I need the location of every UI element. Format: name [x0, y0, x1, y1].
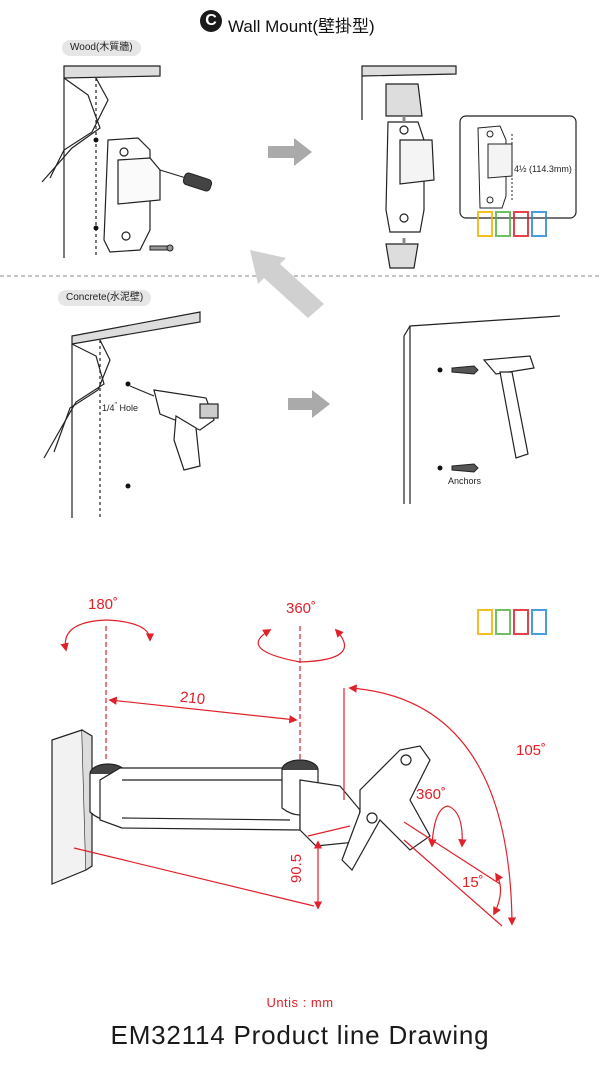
- screw-illustration: [149, 244, 174, 252]
- wall-corner-illustration: [361, 65, 457, 120]
- watermark-logo: [477, 211, 547, 635]
- concrete-wall-illustration: [43, 311, 201, 518]
- anchors-label: Anchors: [448, 476, 482, 486]
- step-arrow-right: [288, 390, 330, 418]
- hole-size-label: 1/4" Hole: [102, 402, 139, 413]
- wood-label: Wood(木質牆): [62, 40, 141, 56]
- bracket-spacing-label: 4½ (114.3mm): [514, 164, 572, 174]
- drill-point-marker: [125, 483, 131, 489]
- base-rotation-label: 180˚: [88, 596, 119, 613]
- section-title: Wall Mount(壁掛型): [228, 17, 375, 36]
- tilt-down-label: 15˚: [462, 874, 484, 891]
- height-offset-label: 90.5: [288, 853, 306, 884]
- arm-length-label: 210: [179, 688, 206, 709]
- drawing-title: EM32114 Product line Drawing: [110, 1020, 490, 1050]
- units-note: Untis : mm: [266, 995, 334, 1010]
- drill-point-marker: [437, 367, 443, 373]
- bracket-cover-top: [385, 83, 423, 117]
- anchor-illustration: [451, 365, 479, 473]
- inset-bracket: [477, 125, 513, 209]
- tilt-up-label: 105˚: [516, 742, 547, 759]
- hammer-illustration: [482, 355, 535, 459]
- step-arrow-back: [250, 250, 324, 318]
- drill-illustration: [129, 385, 219, 471]
- wall-bracket-illustration: [103, 137, 161, 253]
- drill-point-marker: [125, 381, 131, 387]
- drill-point-marker: [437, 465, 443, 471]
- bracket-assembly: [385, 121, 435, 233]
- flat-wall-illustration: [403, 315, 561, 504]
- dimension-lines: [60, 619, 517, 927]
- bracket-cover-bottom: [385, 243, 419, 269]
- step-badge: C: [200, 10, 222, 32]
- head-rotation-label: 360˚: [416, 786, 447, 803]
- mid-rotation-label: 360˚: [286, 600, 317, 617]
- screwdriver-illustration: [159, 169, 213, 192]
- drill-point-marker: [93, 137, 99, 143]
- section-header: C Wall Mount(壁掛型): [0, 4, 600, 38]
- concrete-label: Concrete(水泥壁): [58, 290, 152, 306]
- product-arm-drawing: [51, 729, 431, 885]
- drill-point-marker: [93, 225, 99, 231]
- step-arrow-right: [268, 138, 312, 166]
